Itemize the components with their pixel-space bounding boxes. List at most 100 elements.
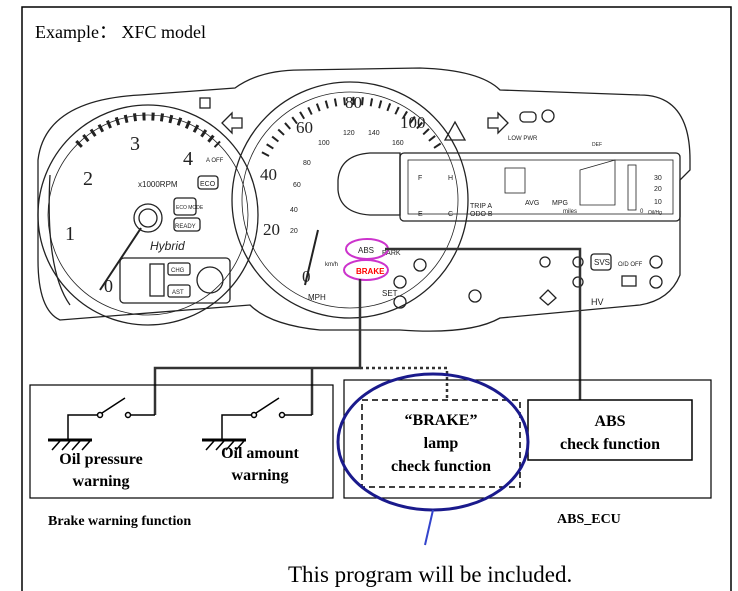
switch-2-blade <box>255 397 280 414</box>
cluster-outline <box>37 67 691 332</box>
brake-warning-box <box>29 384 334 499</box>
charge-icon <box>621 275 637 287</box>
eco-label: ECO <box>200 181 216 188</box>
brake-check-line3: check function <box>391 458 491 475</box>
switch-1-contact-a <box>96 411 104 419</box>
wiring <box>153 247 582 415</box>
switch-2-wire-left <box>221 414 252 440</box>
switch-1-ground-hatch <box>51 440 91 451</box>
speed-number-80: 80 <box>345 93 362 112</box>
set-label: SET <box>382 289 398 298</box>
left-turn-arrow-icon <box>221 111 243 135</box>
speedometer-dial <box>241 91 459 309</box>
battery-icon <box>149 263 165 297</box>
ast-label: AST <box>172 290 184 296</box>
tach-zero: 0 <box>104 276 113 296</box>
tire-pressure-icon <box>413 258 427 272</box>
switch-1-contact-b <box>124 411 132 419</box>
chg-label: CHG <box>171 268 185 274</box>
oil-amount-label-line2: warning <box>232 467 289 484</box>
gauge-20-label: 20 <box>654 186 662 193</box>
ready-label: READY <box>175 224 196 230</box>
slip-icon <box>393 295 407 309</box>
miles-label: miles <box>563 209 577 215</box>
switch-1-wire-left <box>67 414 98 440</box>
speed-number-20: 20 <box>263 220 280 239</box>
right-turn-arrow-icon <box>487 111 509 135</box>
svs-label: SVS <box>594 258 610 267</box>
chg-box <box>167 262 191 276</box>
switch-2-contact-b <box>278 411 286 419</box>
lcd-bar-gauge <box>579 159 616 206</box>
switch-1-blade <box>101 397 126 414</box>
fuel-empty-label: E <box>418 211 423 218</box>
oil-level-icon <box>539 289 557 306</box>
tachometer-dial <box>47 114 249 316</box>
cluster-bevel-left <box>48 174 71 306</box>
mph-label: MPH <box>308 293 326 302</box>
brake-check-line1: “BRAKE” <box>405 412 478 429</box>
indicator-lamp-icon <box>468 289 482 303</box>
svs-box <box>590 253 612 271</box>
outer-frame <box>21 6 732 591</box>
cruise-icon <box>393 275 407 289</box>
ready-box <box>173 217 201 232</box>
tach-number-3: 3 <box>130 133 140 155</box>
hybrid-wheel-icon <box>196 266 224 294</box>
srs-icon <box>649 255 663 269</box>
gauge-30-label: 30 <box>654 175 662 182</box>
gauge-10-label: 10 <box>654 199 662 206</box>
kmh-number-80: 80 <box>303 160 311 167</box>
tach-number-2: 2 <box>83 168 93 190</box>
speedometer-needle <box>304 229 319 286</box>
tach-unit-label: x1000RPM <box>138 180 178 189</box>
mpg-label: MPG <box>552 200 568 207</box>
ast-box <box>167 284 191 298</box>
speedometer-bezel <box>231 81 469 319</box>
kmh-number-20: 20 <box>290 228 298 235</box>
glow-icon <box>572 256 584 268</box>
lcd-display <box>399 152 681 222</box>
brake-lamp-label: BRAKE <box>356 267 385 276</box>
switch-2 <box>202 397 312 451</box>
abs-check-line2: check function <box>560 436 660 453</box>
gauge-unit-label: Oil/Hg <box>648 210 662 216</box>
speed-number-100: 100 <box>400 113 426 132</box>
a-off-label: A OFF <box>206 158 224 164</box>
abs-ecu-caption: ABS_ECU <box>557 512 621 527</box>
master-warning-icon <box>443 120 467 141</box>
lcd-screen <box>407 159 674 215</box>
temp-high-label: H <box>448 175 453 182</box>
kmh-number-100: 100 <box>318 140 330 147</box>
kmh-number-60: 60 <box>293 182 301 189</box>
brake-lamp-check-box <box>361 399 521 488</box>
oil-pressure-icon <box>539 256 551 268</box>
headlight-icon <box>519 111 537 123</box>
oil-pressure-label-line2: warning <box>73 473 130 490</box>
hybrid-logo: Hybrid <box>150 239 185 253</box>
eco-box <box>197 175 219 190</box>
abs-lamp-wire <box>385 247 582 400</box>
engine-check-icon <box>572 276 584 288</box>
brake-warning-caption: Brake warning function <box>48 514 191 529</box>
eco-mode-box <box>173 197 197 216</box>
tachometer-hub-inner <box>138 208 158 228</box>
temp-cold-label: C <box>448 211 453 218</box>
brake-check-wire <box>360 366 449 400</box>
odo-label: ODO B <box>470 211 493 218</box>
seatbelt-icon <box>541 109 555 123</box>
def-label: DEF <box>592 142 602 148</box>
kmh-label: km/h <box>325 262 338 268</box>
brake-lamp-wire <box>153 279 362 415</box>
abs-check-line1: ABS <box>594 413 625 430</box>
kmh-number-160: 160 <box>392 140 404 147</box>
hybrid-battery-block <box>119 257 231 304</box>
switch-2-contact-a <box>250 411 258 419</box>
hv-label: HV <box>591 297 604 307</box>
lcd-bezel-left <box>337 152 401 216</box>
lcd-shift-display <box>504 167 526 194</box>
brake-pad-icon <box>649 275 663 289</box>
kmh-number-40: 40 <box>290 207 298 214</box>
